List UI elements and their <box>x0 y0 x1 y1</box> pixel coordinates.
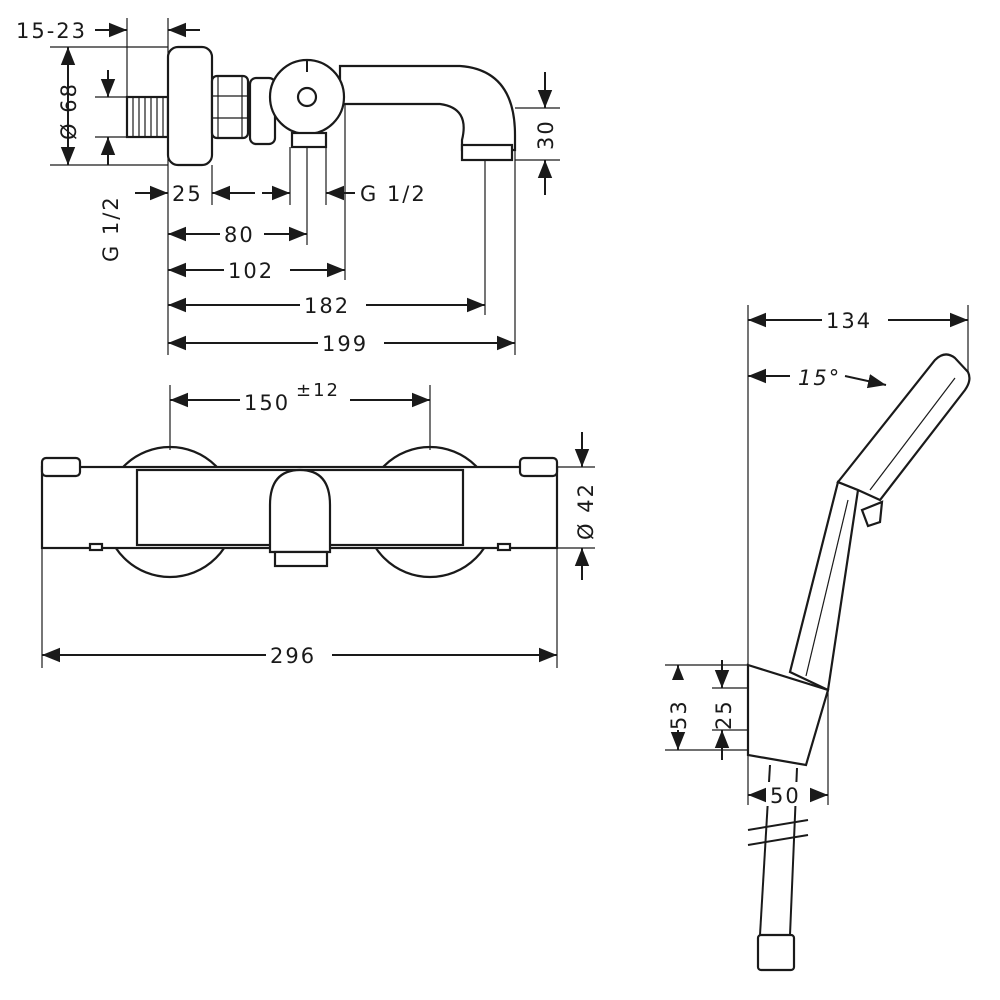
dim-holder-depth: 50 <box>770 784 801 808</box>
dim-102: 102 <box>228 259 274 283</box>
dim-flange-diameter: Ø 68 <box>57 82 81 140</box>
shower-view: 134 15° 53 25 50 <box>664 305 971 972</box>
inlet-thread <box>125 95 170 139</box>
hand-shower-head <box>836 353 971 502</box>
dim-spout-height: 30 <box>534 119 558 150</box>
dim-flange-offset: 15-23 <box>16 19 87 43</box>
front-spout-outlet <box>273 550 329 568</box>
dim-nut-width: 25 <box>172 182 203 206</box>
dim-reach: 134 <box>826 309 872 333</box>
side-view: 15-23 Ø 68 G 1/2 25 G 1/2 80 102 182 199… <box>16 18 560 356</box>
dim-outlet-thread: G 1/2 <box>360 182 427 206</box>
left-handle <box>40 456 82 478</box>
dim-182: 182 <box>304 294 350 318</box>
hose-nut <box>756 933 796 972</box>
spout-outlet <box>460 143 514 162</box>
dim-centers: 150 <box>244 391 290 415</box>
dim-body-diameter: Ø 42 <box>574 482 598 540</box>
diverter-knob <box>296 86 318 108</box>
dim-centers-tolerance: ±12 <box>296 380 340 401</box>
dim-holder-mount: 25 <box>712 699 736 730</box>
dim-holder-height: 53 <box>667 699 691 730</box>
dim-inlet-thread: G 1/2 <box>99 195 123 262</box>
dim-80: 80 <box>224 223 255 247</box>
dim-total-width: 296 <box>270 644 316 668</box>
shower-holder <box>746 663 830 767</box>
diverter-base <box>290 131 328 149</box>
right-handle <box>518 456 559 478</box>
front-view: 150 ±12 Ø 42 296 <box>40 380 598 668</box>
front-spout <box>268 468 332 554</box>
spout <box>338 64 517 152</box>
union-nut <box>210 74 250 140</box>
dim-199: 199 <box>322 332 368 356</box>
wall-flange <box>166 45 214 167</box>
dim-angle: 15° <box>798 366 841 390</box>
hand-shower-handle <box>788 480 860 692</box>
